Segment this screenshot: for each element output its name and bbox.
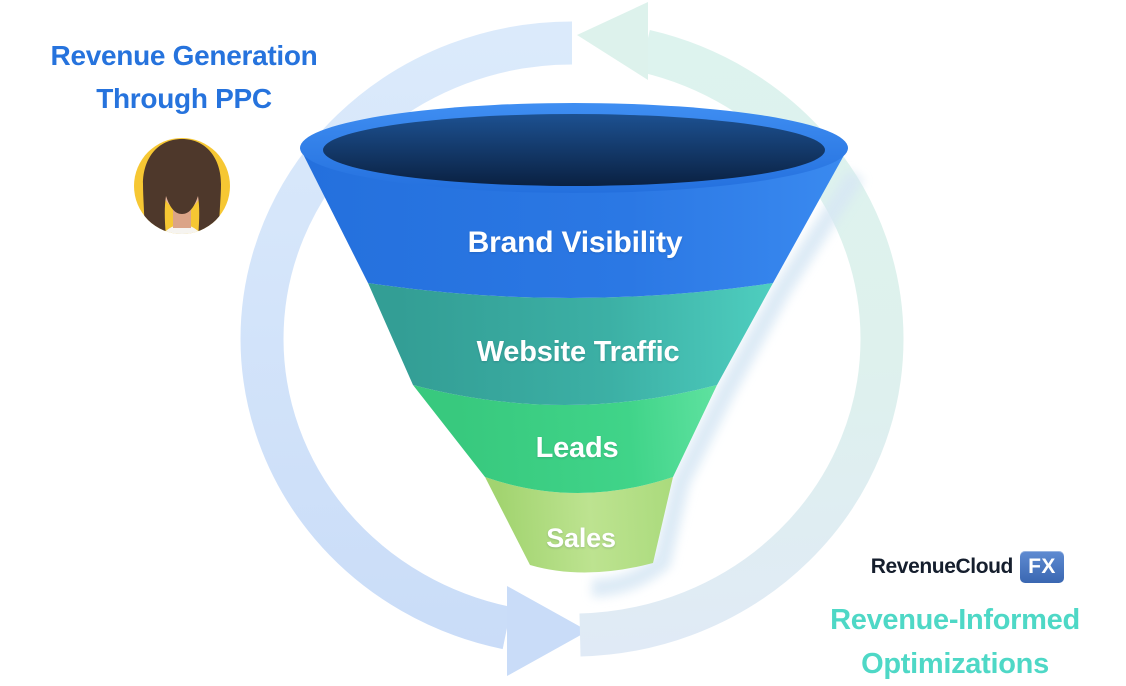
bottom-caption: Revenue-Informed Optimizations <box>798 598 1112 686</box>
funnel-label-leads: Leads <box>535 432 619 464</box>
funnel-label-sales: Sales <box>546 523 616 553</box>
funnel-shadow <box>591 170 864 597</box>
page-title-line2: Through PPC <box>96 83 272 114</box>
avatar-portrait <box>142 139 222 234</box>
cycle-arrow-right-head <box>577 2 648 80</box>
cycle-arrow-left-arc <box>240 21 573 650</box>
avatar <box>134 138 230 234</box>
brand-logo-text: RevenueCloud <box>870 555 1014 578</box>
cycle-arrows <box>240 2 904 676</box>
funnel-label-brand-visibility: Brand Visibility <box>467 226 683 259</box>
funnel-stage-sales <box>485 477 673 573</box>
page-title-line1: Revenue Generation <box>50 40 318 71</box>
brand-logo: RevenueCloud FX <box>802 550 1064 584</box>
funnel-rim-inner <box>323 114 825 186</box>
page-title: Revenue Generation Through PPC <box>18 34 350 120</box>
funnel-label-website-traffic: Website Traffic <box>476 336 680 368</box>
bottom-caption-line2: Optimizations <box>861 648 1049 680</box>
cycle-arrow-right-arc <box>579 30 904 657</box>
funnel-stage-leads <box>413 385 717 493</box>
funnel <box>300 103 848 573</box>
funnel-stage-website-traffic <box>368 283 773 405</box>
avatar-hair <box>142 139 222 234</box>
avatar-shoulders <box>144 224 220 234</box>
cycle-arrow-left-head <box>507 586 588 676</box>
brand-logo-fx-badge: FX <box>1020 551 1064 583</box>
bottom-caption-line1: Revenue-Informed <box>830 604 1080 636</box>
